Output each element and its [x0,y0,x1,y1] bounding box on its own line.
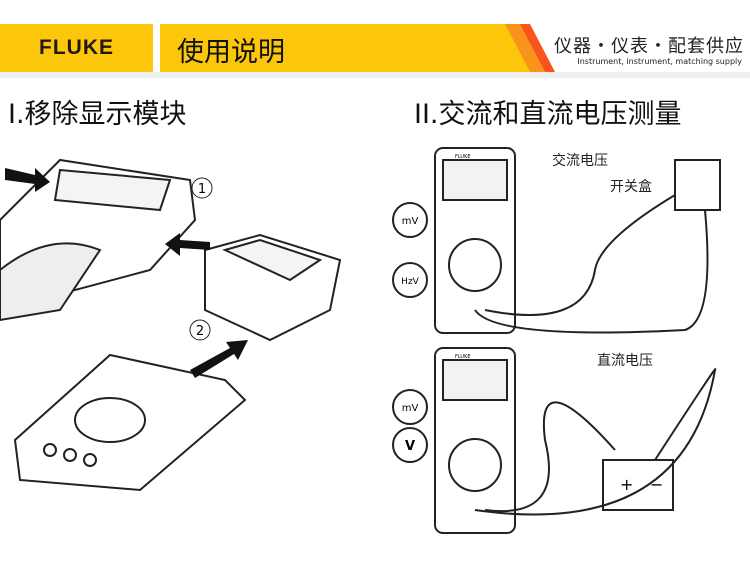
callout-hzv [392,262,428,298]
battery-plus: + [620,475,633,494]
step-2-badge: 2 [189,319,211,341]
callout-mv [392,202,428,238]
divider [0,72,750,78]
page-title: 使用说明 [177,37,285,68]
label-ac-voltage: 交流电压 [552,153,608,169]
test-leads [474,194,717,516]
meter-brand: FLUKE [455,354,471,360]
step-1-number: 1 [198,182,206,197]
tagline-english: Instrument, instrument, matching supply [577,57,742,66]
arrow-icon [165,233,210,256]
title-banner: 使用说明 [160,24,530,72]
tagline: 仪器・仪表・配套供应 [554,36,744,57]
section-title-remove-display: I.移除显示模块 [8,99,187,130]
callout-mv-dc-text: mV [402,403,419,414]
callout-mv-text: mV [402,216,419,227]
fluke-logo: FLUKE [39,36,114,59]
label-switch-box: 开关盒 [610,179,652,195]
voltage-measurement-illustration: FLUKE FLUKE mV HzV mV V + − [392,147,721,534]
section-title-voltage-measurement: II.交流和直流电压测量 [414,99,682,130]
meter-brand: FLUKE [455,154,471,160]
step-1-badge: 1 [191,177,213,199]
callout-dc-v-text: V [405,439,415,454]
arrow-icon [5,168,50,192]
arrow-icon [190,340,248,378]
label-dc-voltage: 直流电压 [597,353,653,369]
callout-dc-v [392,427,428,463]
battery-minus: − [650,475,663,494]
banner-slant-decoration [505,24,555,72]
callout-hzv-text: HzV [401,277,419,287]
step-2-number: 2 [196,324,204,339]
callout-mv-dc [392,389,428,425]
remove-display-illustration: 1 2 [0,158,342,492]
switch-box [674,159,721,211]
logo-block: FLUKE [0,24,153,72]
